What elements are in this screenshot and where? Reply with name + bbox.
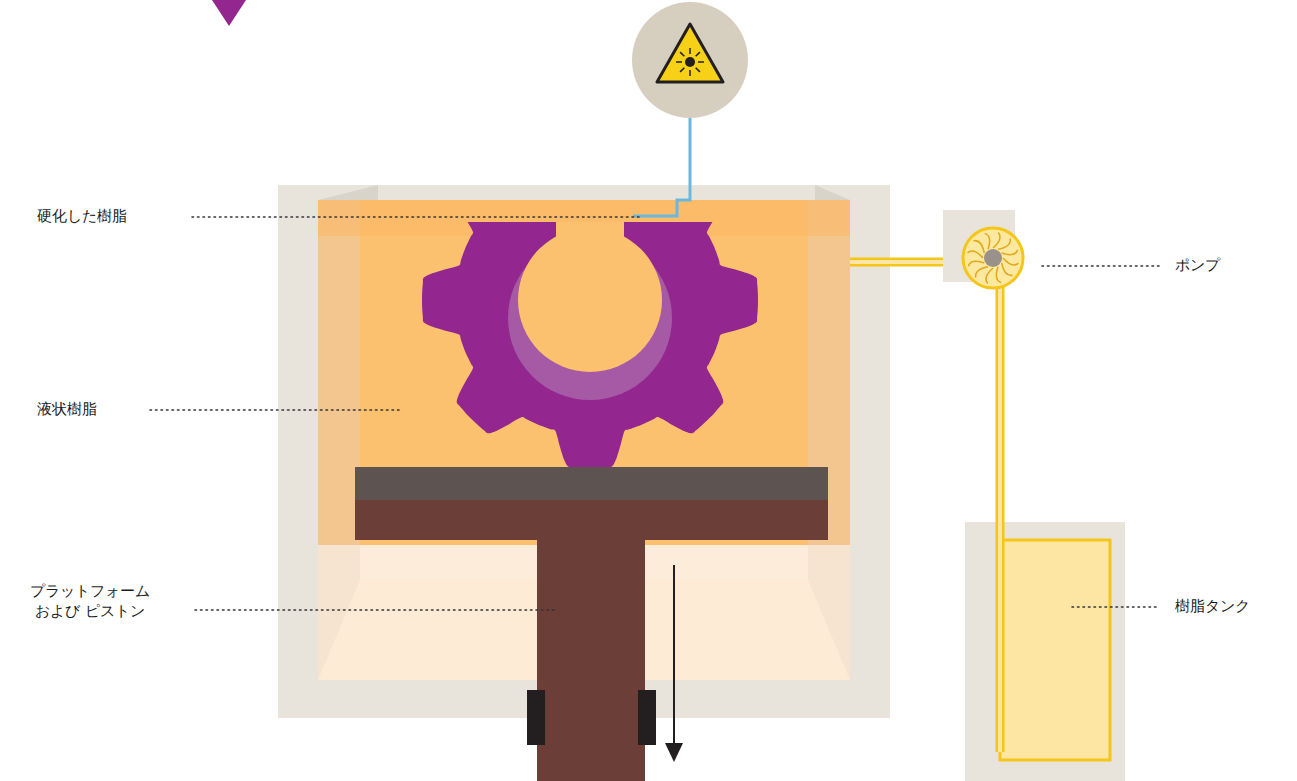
part-label: 液状樹脂 bbox=[37, 400, 97, 420]
cured-gear bbox=[422, 222, 758, 468]
part-label: 樹脂タンク bbox=[1175, 597, 1250, 617]
platform-piston bbox=[355, 467, 828, 781]
part-label: ポンプ bbox=[1175, 256, 1220, 276]
leader-lines bbox=[150, 217, 1160, 610]
part-label: プラットフォーム および ピストン bbox=[10, 582, 170, 621]
laser-source bbox=[632, 2, 748, 216]
corner-marker bbox=[212, 0, 246, 26]
part-label: 硬化した樹脂 bbox=[37, 207, 127, 227]
pump-and-tank bbox=[850, 210, 1125, 781]
